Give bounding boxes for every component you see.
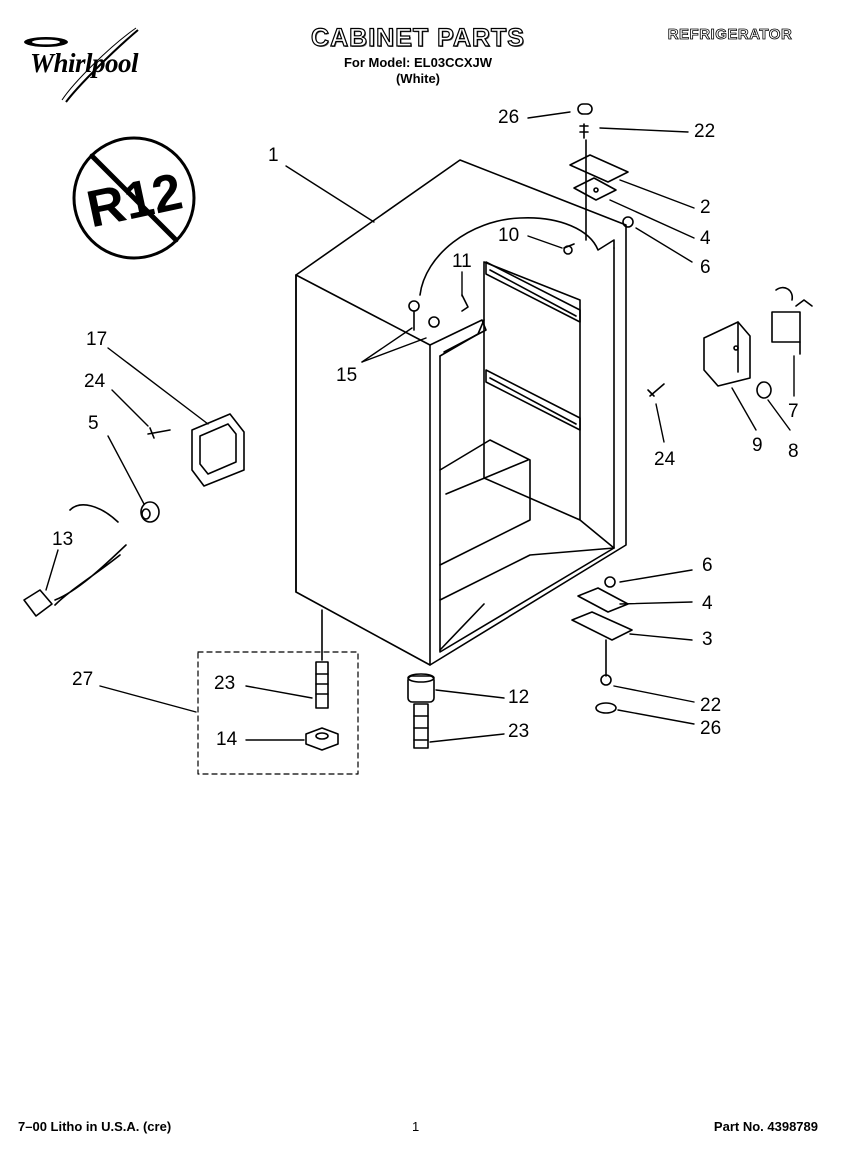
callout-11: 11 bbox=[452, 251, 472, 272]
leveling-legs bbox=[305, 609, 435, 751]
callout-23-left: 23 bbox=[214, 673, 236, 694]
callout-26-bottom: 26 bbox=[700, 718, 722, 739]
no-r12-badge: R12 bbox=[72, 136, 196, 260]
callout-leaders bbox=[45, 111, 795, 743]
callout-23-right: 23 bbox=[508, 721, 530, 742]
callout-15: 15 bbox=[336, 365, 358, 386]
page-number: 1 bbox=[412, 1119, 420, 1134]
callout-6-bottom: 6 bbox=[702, 555, 713, 576]
top-hinge-assembly bbox=[563, 103, 634, 255]
callout-14: 14 bbox=[216, 729, 238, 750]
color-line: (White) bbox=[395, 71, 441, 86]
page-title: CABINET PARTS bbox=[310, 23, 525, 52]
callout-10: 10 bbox=[498, 225, 520, 246]
appliance-category: REFRIGERATOR bbox=[667, 26, 793, 44]
callout-24-left: 24 bbox=[84, 371, 106, 392]
callout-7: 7 bbox=[788, 401, 799, 422]
model-line: For Model: EL03CCXJW bbox=[343, 55, 493, 70]
litho-note: 7–00 Litho in U.S.A. (cre) bbox=[18, 1119, 172, 1134]
leg-kit-box bbox=[197, 651, 359, 775]
callout-1: 1 bbox=[268, 145, 279, 166]
callout-12: 12 bbox=[508, 687, 530, 708]
callout-4-bottom: 4 bbox=[702, 593, 713, 614]
part-number: Part No. 4398789 bbox=[713, 1119, 818, 1134]
callout-26-top: 26 bbox=[498, 107, 520, 128]
callout-22-top: 22 bbox=[694, 121, 716, 142]
callout-13: 13 bbox=[52, 529, 74, 550]
callout-9: 9 bbox=[752, 435, 763, 456]
callout-8: 8 bbox=[788, 441, 799, 462]
callout-5: 5 bbox=[88, 413, 99, 434]
brand-logo bbox=[18, 26, 168, 106]
callout-2: 2 bbox=[700, 197, 711, 218]
model-info: For Model: EL03CCXJW (White) bbox=[248, 55, 588, 87]
callout-3: 3 bbox=[702, 629, 713, 650]
cabinet-body bbox=[295, 159, 627, 666]
bottom-hinge-assembly bbox=[571, 576, 633, 714]
callout-22-bottom: 22 bbox=[700, 695, 722, 716]
brand-name: Whirlpool bbox=[30, 48, 139, 78]
top-screws bbox=[408, 294, 469, 331]
control-parts bbox=[703, 286, 813, 399]
callout-24-right: 24 bbox=[654, 449, 676, 470]
callout-27: 27 bbox=[72, 669, 94, 690]
whirlpool-swirl-icon bbox=[24, 27, 139, 103]
screw-24-right bbox=[647, 383, 665, 397]
callout-4-top: 4 bbox=[700, 228, 711, 249]
callout-6-top: 6 bbox=[700, 257, 711, 278]
callout-17: 17 bbox=[86, 329, 108, 350]
electrical-parts bbox=[23, 413, 245, 617]
